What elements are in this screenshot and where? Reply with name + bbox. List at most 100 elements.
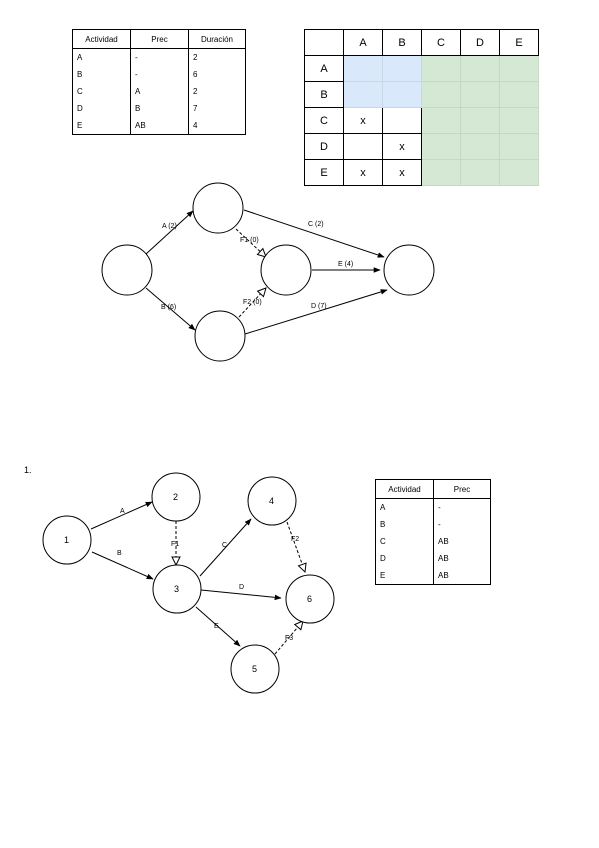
- table-cell: C: [375, 533, 434, 550]
- matrix-row-header: A: [304, 55, 344, 82]
- node-label-2: 2: [173, 492, 178, 502]
- edge-d: [200, 589, 282, 601]
- node-1: [42, 515, 92, 565]
- header-duracion: Duración: [188, 29, 246, 49]
- edge-b: [91, 551, 154, 580]
- matrix-col-header: E: [499, 29, 539, 56]
- matrix-cell: [460, 159, 500, 186]
- matrix-cell: [421, 55, 461, 82]
- precedence-matrix: A B C D E A B C x D x E x x: [304, 29, 539, 186]
- table-row: A -: [375, 498, 491, 516]
- table-row: E AB 4: [72, 117, 246, 135]
- matrix-cell: [421, 133, 461, 160]
- table-cell: 6: [188, 66, 246, 83]
- table-row: D B 7: [72, 100, 246, 117]
- table-cell: 4: [188, 117, 246, 135]
- matrix-cell: [460, 107, 500, 134]
- node-b-end: [194, 310, 246, 362]
- node-dummy-merge: [260, 244, 312, 296]
- diagram-1: [101, 182, 435, 362]
- matrix-cell: x: [382, 159, 422, 186]
- table-cell: AB: [433, 567, 491, 585]
- matrix-cell: [382, 55, 422, 82]
- edge-label-f1: F1: [171, 541, 179, 548]
- section-number: 1.: [24, 465, 32, 475]
- node-5: [230, 644, 280, 694]
- matrix-corner-cell: [304, 29, 344, 56]
- header-prec: Prec: [130, 29, 189, 49]
- matrix-cell: [460, 81, 500, 108]
- edge-label-b: B (6): [161, 304, 176, 311]
- node-a-end: [192, 182, 244, 234]
- matrix-cell: [499, 159, 539, 186]
- edge-label-f2: F2: [291, 536, 299, 543]
- edge-label-b: B: [117, 550, 122, 557]
- matrix-row: E x x: [304, 159, 539, 186]
- table-cell: E: [375, 567, 434, 585]
- activity-table-2: Actividad Prec A - B - C AB D AB E AB: [375, 479, 491, 585]
- table-row: B - 6: [72, 66, 246, 83]
- matrix-row: B: [304, 81, 539, 108]
- matrix-cell: [421, 159, 461, 186]
- table-row: D AB: [375, 550, 491, 567]
- table-row: E AB: [375, 567, 491, 585]
- node-6: [285, 574, 335, 624]
- matrix-cell: x: [343, 107, 383, 134]
- matrix-cell: [499, 55, 539, 82]
- matrix-cell: [343, 55, 383, 82]
- matrix-row-header: E: [304, 159, 344, 186]
- edge-b: [145, 287, 196, 331]
- table-row: A - 2: [72, 48, 246, 66]
- table-cell: -: [433, 516, 491, 533]
- matrix-cell: [499, 133, 539, 160]
- edge-label-c: C: [222, 542, 227, 549]
- edge-c: [243, 209, 385, 258]
- node-label-4: 4: [269, 496, 274, 506]
- matrix-cell: [460, 133, 500, 160]
- matrix-row: D x: [304, 133, 539, 160]
- edge-label-c: C (2): [308, 221, 324, 228]
- activity-table-1: Actividad Prec Duración A - 2 B - 6 C A …: [72, 29, 246, 135]
- node-2: [151, 472, 201, 522]
- diagram-2: [42, 472, 335, 694]
- edge-a: [90, 501, 153, 530]
- edge-f1: [235, 228, 266, 257]
- table-cell: 2: [188, 83, 246, 100]
- node-3: [152, 564, 202, 614]
- table-cell: D: [375, 550, 434, 567]
- matrix-cell: [499, 81, 539, 108]
- edge-a: [145, 210, 194, 255]
- edge-label-f3: F3: [285, 635, 293, 642]
- matrix-cell: [382, 107, 422, 134]
- edge-e: [195, 606, 241, 647]
- matrix-cell: [499, 107, 539, 134]
- matrix-cell: x: [382, 133, 422, 160]
- matrix-cell: [460, 55, 500, 82]
- matrix-cell: [382, 81, 422, 108]
- matrix-row-header: B: [304, 81, 344, 108]
- table-cell: AB: [433, 550, 491, 567]
- edge-f3: [274, 621, 303, 655]
- node-4: [247, 476, 297, 526]
- header-actividad: Actividad: [375, 479, 434, 499]
- edge-f2: [286, 521, 305, 572]
- table-cell: AB: [433, 533, 491, 550]
- table-cell: 2: [188, 48, 246, 66]
- table-cell: 7: [188, 100, 246, 117]
- matrix-cell: x: [343, 159, 383, 186]
- edge-label-f1: F1 (0): [240, 237, 259, 244]
- node-label-3: 3: [174, 584, 179, 594]
- matrix-row: C x: [304, 107, 539, 134]
- table-header-row: Actividad Prec Duración: [72, 29, 246, 49]
- matrix-cell: [343, 81, 383, 108]
- edge-c: [199, 518, 252, 577]
- edge-label-e: E: [214, 623, 219, 630]
- node-end: [383, 244, 435, 296]
- matrix-row: A: [304, 55, 539, 82]
- table-row: C AB: [375, 533, 491, 550]
- table-cell: B: [375, 516, 434, 533]
- table-cell: -: [433, 498, 491, 516]
- header-prec: Prec: [433, 479, 491, 499]
- edge-label-e: E (4): [338, 261, 353, 268]
